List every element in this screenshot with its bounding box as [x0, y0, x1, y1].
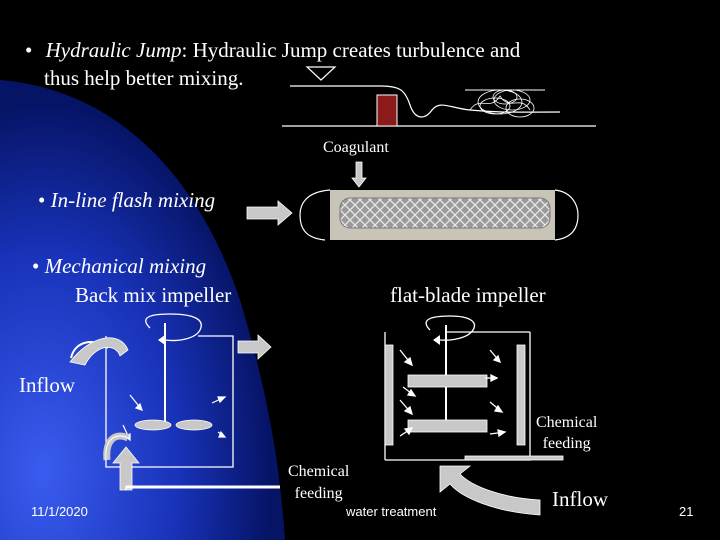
inflow-bottom-label: Inflow [552, 487, 608, 511]
chemical-feeding-right-line1: Chemical [536, 414, 598, 431]
hydraulic-jump-description-line2: thus help better mixing. [44, 66, 244, 90]
arrow-right-icon [246, 200, 293, 226]
turbulence-scribble-icon [469, 89, 535, 118]
water-surface-triangle-icon [305, 66, 337, 81]
chemical-feed-pipe [464, 455, 564, 461]
bullet-marker: • [32, 254, 40, 278]
footer-date: 11/1/2020 [31, 504, 88, 519]
baffle-right [516, 344, 526, 446]
bullet-marker: • [38, 188, 46, 212]
footer-center: water treatment [346, 504, 437, 519]
mechanical-mixing-bullet: • Mechanical mixing [32, 254, 206, 279]
inflow-left-label: Inflow [19, 373, 75, 397]
chemical-feeding-right-label: Chemical feeding [536, 412, 597, 454]
lower-blade [407, 419, 488, 433]
hydraulic-jump-bullet: • Hydraulic Jump: Hydraulic Jump creates… [25, 38, 520, 63]
hydraulic-jump-description: : Hydraulic Jump creates turbulence and [181, 38, 521, 62]
chemical-feeding-bottom-label: Chemical feeding [288, 461, 349, 505]
inline-flash-label: In-line flash mixing [50, 188, 216, 212]
rotation-arrow-icon [425, 315, 475, 341]
chemical-feeding-right-line2: feeding [542, 435, 591, 452]
chemical-feeding-bottom-line2: feeding [294, 485, 343, 502]
page-number: 21 [679, 504, 694, 519]
bullet-marker: • [25, 38, 33, 62]
static-mixer-element [339, 197, 551, 229]
flat-blade-label: flat-blade impeller [390, 283, 546, 307]
rotation-arrow-icon [145, 313, 202, 342]
arrow-down-icon [351, 161, 367, 188]
hydraulic-jump-term: Hydraulic Jump [45, 38, 182, 62]
curved-arrow-icon [439, 465, 541, 516]
baffle-left [384, 344, 394, 446]
arrow-right-icon [237, 334, 272, 360]
coagulant-label: Coagulant [323, 139, 389, 156]
chemical-feeding-bottom-line1: Chemical [288, 463, 350, 480]
mechanical-mixing-label: Mechanical mixing [44, 254, 207, 278]
back-mix-label: Back mix impeller [75, 283, 232, 307]
upper-blade [407, 374, 488, 388]
inline-flash-bullet: • In-line flash mixing [38, 188, 215, 213]
weir-block [376, 94, 398, 127]
